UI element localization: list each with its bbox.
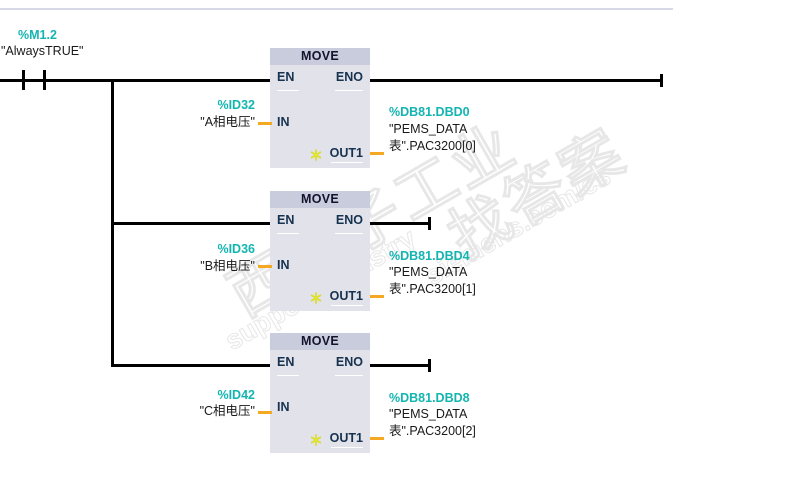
rung-3-out-wire xyxy=(370,437,384,440)
rung-2-out-symbol-line2[interactable]: 表".PAC3200[1] xyxy=(389,282,476,296)
rung-1-eno-terminator xyxy=(660,74,663,87)
move-box-2-eno-underline xyxy=(335,233,363,234)
rung-3-out-address[interactable]: %DB81.DBD8 xyxy=(389,391,470,405)
rung-2-eno-terminator xyxy=(428,217,431,230)
rung-3-eno-wire xyxy=(370,364,430,367)
rung-1-en-wire xyxy=(111,79,272,82)
move-box-2-out1-pin[interactable]: OUT1 xyxy=(329,289,363,303)
rung-2-out-wire xyxy=(370,295,384,298)
move-box-2-en-pin[interactable]: EN xyxy=(277,213,295,227)
rung-3-eno-terminator xyxy=(428,359,431,372)
contact-bar-left[interactable] xyxy=(22,70,25,90)
rung-3-in-symbol[interactable]: "C相电压" xyxy=(199,404,255,418)
contact-symbol-label: "AlwaysTRUE" xyxy=(1,44,84,58)
asterisk-add-output-icon[interactable] xyxy=(310,292,322,304)
rung-3-out-symbol-line1[interactable]: "PEMS_DATA xyxy=(389,407,468,421)
left-power-rail-wire xyxy=(0,79,22,82)
move-box-1-out1-underline xyxy=(331,162,363,163)
watermark-chinese-1: 西门子工业 xyxy=(217,110,529,330)
rung-3-out-symbol-line2[interactable]: 表".PAC3200[2] xyxy=(389,424,476,438)
move-box-1-eno-underline xyxy=(335,90,363,91)
move-box-2-en-underline xyxy=(277,233,299,234)
move-box-2[interactable]: MOVE EN ENO IN OUT1 xyxy=(270,191,370,311)
rung-2-out-address[interactable]: %DB81.DBD4 xyxy=(389,249,470,263)
move-box-1-in-pin[interactable]: IN xyxy=(277,115,290,129)
contact-gap-wire xyxy=(25,79,43,82)
rung-2-en-wire xyxy=(111,222,272,225)
move-box-3-title: MOVE xyxy=(270,333,370,350)
move-box-3-eno-pin[interactable]: ENO xyxy=(335,355,363,369)
move-box-3-en-pin[interactable]: EN xyxy=(277,355,295,369)
rung-2-out-symbol-line1[interactable]: "PEMS_DATA xyxy=(389,265,468,279)
move-box-1-en-underline xyxy=(277,90,299,91)
asterisk-add-output-icon[interactable] xyxy=(310,149,322,161)
asterisk-add-output-icon[interactable] xyxy=(310,434,322,446)
rung-1-out-address[interactable]: %DB81.DBD0 xyxy=(389,105,470,119)
rung-2-in-wire xyxy=(258,265,272,268)
rung-3-in-address[interactable]: %ID42 xyxy=(217,388,255,402)
move-box-1-title: MOVE xyxy=(270,48,370,65)
rung-2-in-symbol[interactable]: "B相电压" xyxy=(200,259,255,273)
move-box-2-eno-pin[interactable]: ENO xyxy=(335,213,363,227)
move-box-3-in-pin[interactable]: IN xyxy=(277,400,290,414)
network-separator xyxy=(0,8,673,10)
rung-1-out-wire xyxy=(370,152,384,155)
move-box-3-out1-underline xyxy=(331,447,363,448)
move-box-2-title: MOVE xyxy=(270,191,370,208)
move-box-3-en-underline xyxy=(277,375,299,376)
move-box-3-out1-pin[interactable]: OUT1 xyxy=(329,431,363,445)
contact-bar-right[interactable] xyxy=(43,70,46,90)
move-box-1-eno-pin[interactable]: ENO xyxy=(335,70,363,84)
rung-1-out-symbol-line1[interactable]: "PEMS_DATA xyxy=(389,122,468,136)
move-box-3[interactable]: MOVE EN ENO IN OUT1 xyxy=(270,333,370,453)
rung-2-eno-wire xyxy=(370,222,430,225)
move-box-3-eno-underline xyxy=(335,375,363,376)
rung-1-in-address[interactable]: %ID32 xyxy=(217,98,255,112)
move-box-1-en-pin[interactable]: EN xyxy=(277,70,295,84)
contact-to-branch-wire xyxy=(46,79,114,82)
rung-3-in-wire xyxy=(258,411,272,414)
rung-3-en-wire xyxy=(111,364,272,367)
rung-1-eno-wire xyxy=(370,79,662,82)
move-box-1-out1-pin[interactable]: OUT1 xyxy=(329,146,363,160)
move-box-1[interactable]: MOVE EN ENO IN OUT1 xyxy=(270,48,370,168)
rung-1-out-symbol-line2[interactable]: 表".PAC3200[0] xyxy=(389,139,476,153)
move-box-2-in-pin[interactable]: IN xyxy=(277,258,290,272)
rung-1-in-wire xyxy=(258,122,272,125)
contact-address-label: %M1.2 xyxy=(18,28,57,42)
move-box-2-out1-underline xyxy=(331,305,363,306)
rung-2-in-address[interactable]: %ID36 xyxy=(217,242,255,256)
rung-1-in-symbol[interactable]: "A相电压" xyxy=(200,115,255,129)
